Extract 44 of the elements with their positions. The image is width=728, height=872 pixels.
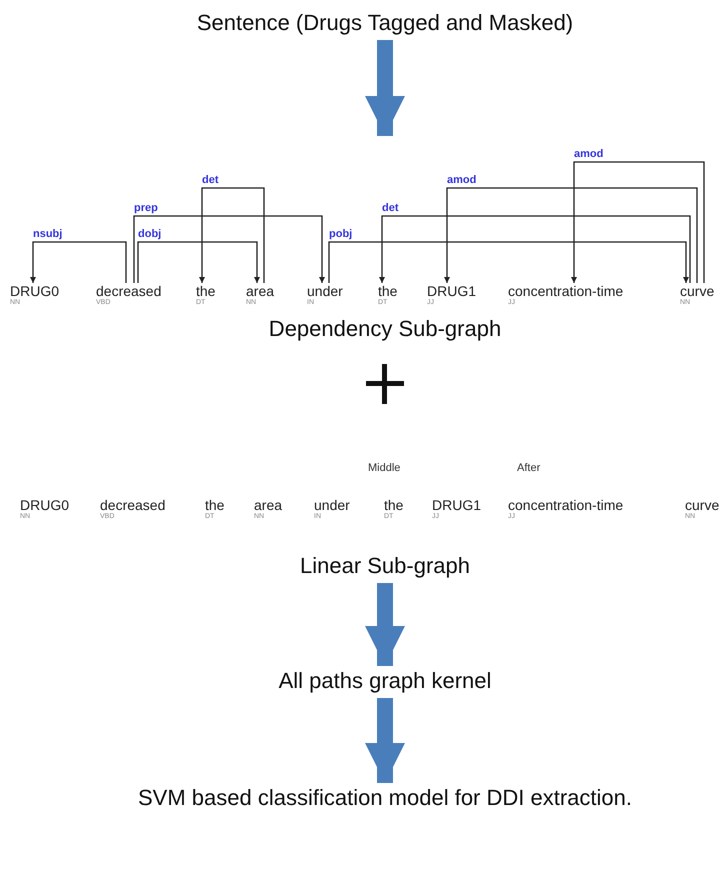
word: decreased: [96, 283, 162, 299]
word: DRUG0: [20, 497, 70, 513]
dependency-arrow: [199, 187, 265, 283]
word: curve: [680, 283, 714, 299]
dependency-arrow: [444, 187, 698, 283]
word: curve: [685, 497, 720, 513]
dependency-arrow: [133, 215, 325, 283]
word: the: [378, 283, 398, 299]
stage-label: Dependency Sub-graph: [268, 316, 502, 342]
word: DRUG1: [427, 283, 476, 299]
block-arrow: [365, 698, 405, 783]
dependency-arrow: [328, 241, 689, 283]
edge-label: amod: [446, 174, 478, 186]
word: the: [384, 497, 404, 513]
dependency-arrow: [137, 241, 260, 283]
word: decreased: [100, 497, 166, 513]
word: the: [196, 283, 216, 299]
word: under: [307, 283, 343, 299]
edge-label: det: [201, 174, 220, 186]
stage-label: SVM based classification model for DDI extraction.: [138, 785, 632, 811]
word: DRUG1: [432, 497, 482, 513]
stage-label: All paths graph kernel: [278, 668, 492, 694]
segment-label: After: [517, 462, 540, 474]
edge-label: amod: [573, 148, 604, 160]
word: concentration-time: [508, 497, 624, 513]
word: area: [254, 497, 282, 513]
edge-label: pobj: [328, 228, 354, 240]
stage-label: Sentence (Drugs Tagged and Masked): [196, 10, 574, 36]
edge-label: prep: [133, 202, 159, 214]
edge-label: det: [381, 202, 400, 214]
segment-label: Middle: [368, 462, 400, 474]
stage-label: Linear Sub-graph: [300, 553, 470, 579]
word: the: [205, 497, 224, 513]
edge-label: nsubj: [32, 228, 64, 240]
block-arrow: [365, 40, 405, 136]
dependency-arrow: [379, 215, 691, 283]
word: under: [314, 497, 350, 513]
block-arrow: [365, 583, 405, 666]
edge-label: dobj: [137, 228, 162, 240]
dependency-arrow: [30, 241, 127, 283]
word: area: [246, 283, 274, 299]
word: DRUG0: [10, 283, 60, 299]
word: concentration-time: [508, 283, 624, 299]
dependency-arrow: [571, 161, 705, 283]
